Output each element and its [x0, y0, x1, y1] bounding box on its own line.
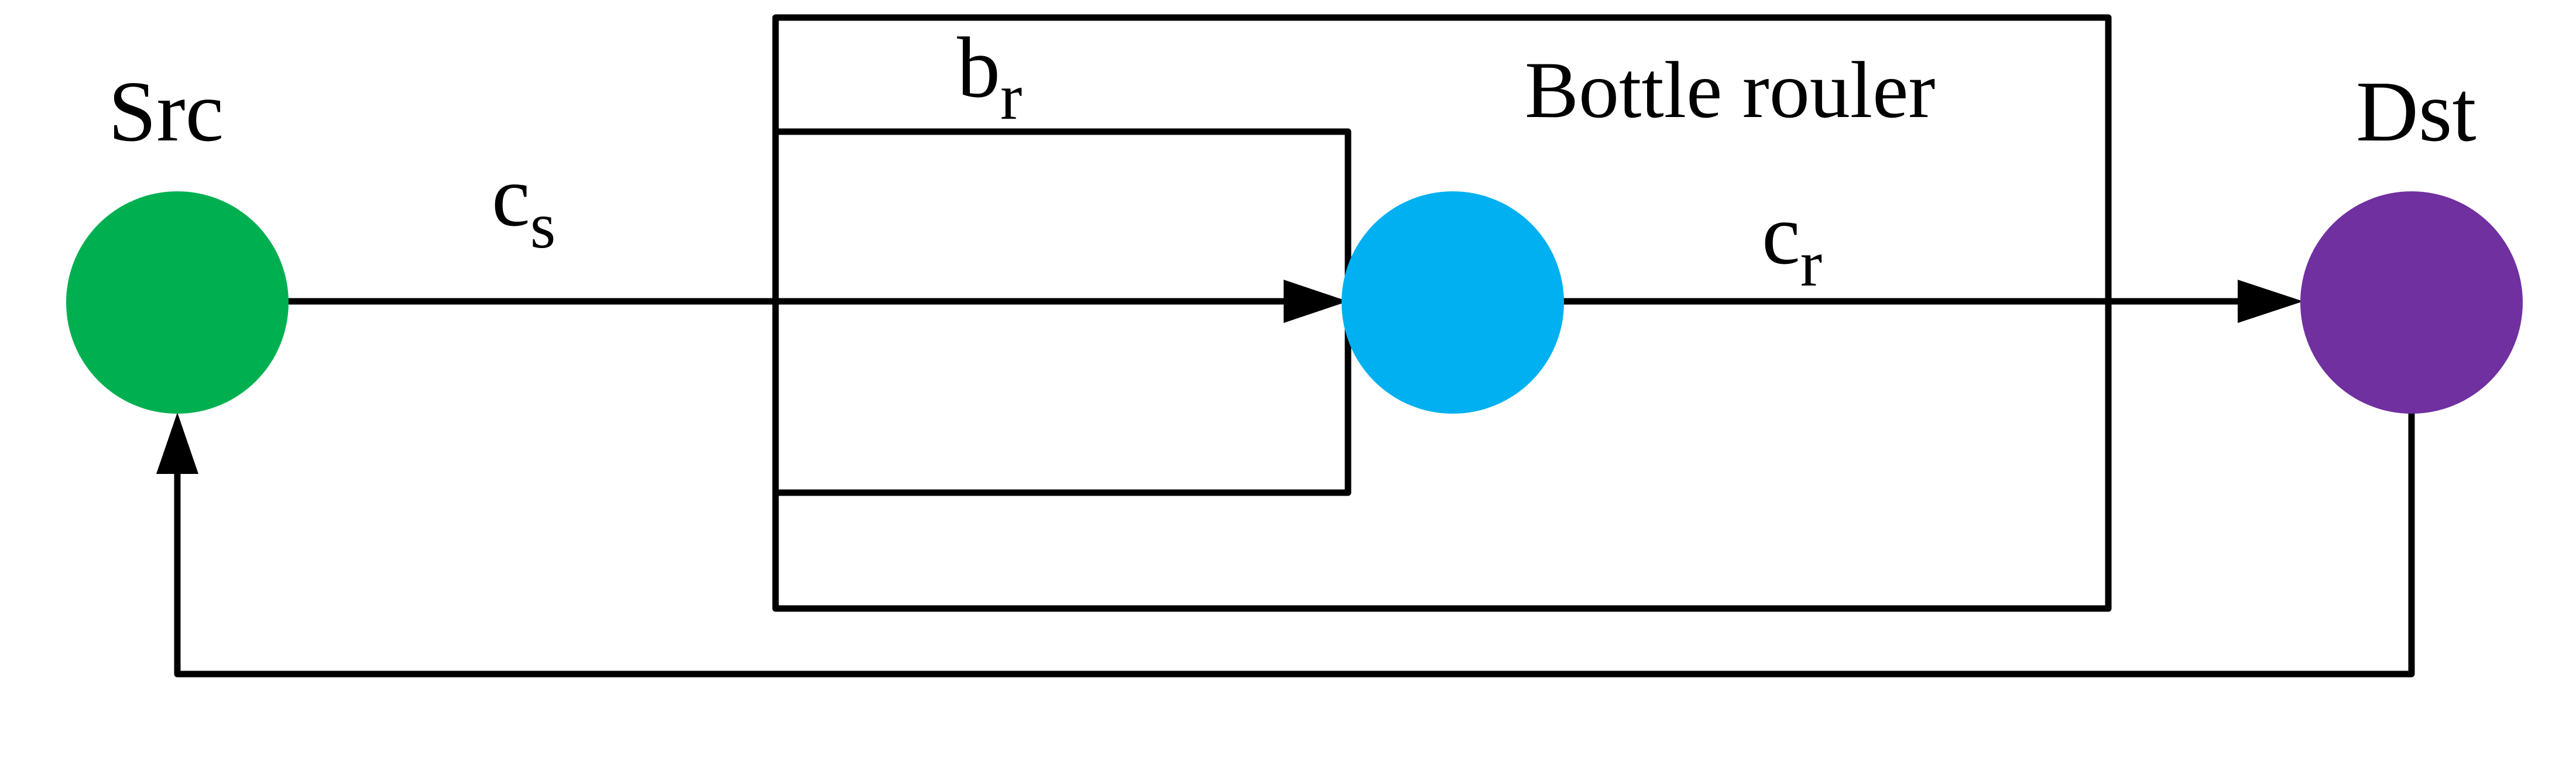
- link-cs-label-main: c: [492, 149, 530, 245]
- router-box: [772, 14, 2112, 612]
- buffer-label-sub: r: [1000, 61, 1022, 133]
- src-node: [66, 191, 289, 414]
- dst-node: [2300, 191, 2523, 414]
- link-cs-arrowhead: [1284, 280, 1348, 323]
- link-cr-label-main: c: [1762, 187, 1800, 283]
- link-cs-label: cs: [492, 149, 555, 262]
- feedback-line: [174, 409, 2415, 678]
- src-label: Src: [108, 64, 224, 160]
- feedback-arrowhead: [156, 412, 198, 474]
- router-node: [1342, 191, 1564, 414]
- router-box-title: Bottle rouler: [1525, 45, 1935, 135]
- buffer-label: br: [957, 20, 1022, 133]
- dst-label: Dst: [2356, 64, 2476, 160]
- link-cs-label-sub: s: [530, 190, 556, 262]
- link-cr-label: cr: [1762, 187, 1822, 300]
- link-cr-arrowhead: [2238, 280, 2303, 323]
- link-cr-label-sub: r: [1800, 228, 1822, 300]
- buffer-label-main: b: [957, 20, 1000, 116]
- buffer-box: [772, 128, 1352, 496]
